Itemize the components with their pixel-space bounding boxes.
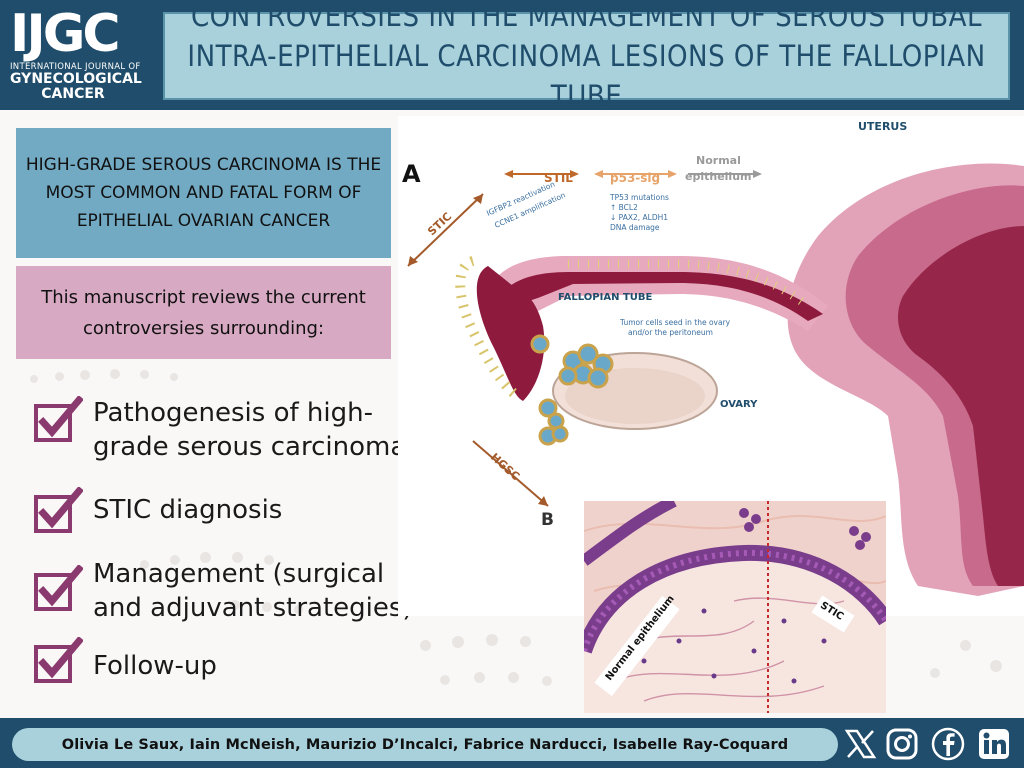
checklist-label: Follow-up bbox=[93, 651, 217, 681]
seed-note-1: Tumor cells seed in the ovary bbox=[619, 318, 731, 327]
normal-label-2: epithelium bbox=[685, 170, 752, 183]
logo-wordmark: IJGC bbox=[10, 4, 121, 64]
x-icon[interactable] bbox=[842, 727, 878, 761]
checklist-item: Follow-up bbox=[33, 636, 433, 687]
uterus-label: UTERUS bbox=[858, 120, 907, 133]
stil-label: STIL bbox=[544, 171, 573, 185]
p53-note-1: TP53 mutations bbox=[609, 193, 669, 202]
authors-text: Olivia Le Saux, Iain McNeish, Maurizio D… bbox=[61, 736, 789, 753]
review-text: This manuscript reviews the current cont… bbox=[41, 286, 366, 339]
checklist-label: Pathogenesis of high-grade serous carcin… bbox=[93, 398, 407, 462]
intro-text: HIGH-GRADE SEROUS CARCINOMA IS THE MOST … bbox=[25, 155, 382, 231]
title-box: CONTROVERSIES IN THE MANAGEMENT OF SEROU… bbox=[163, 0, 1010, 113]
ovary-label: OVARY bbox=[720, 399, 758, 410]
checklist-item: Pathogenesis of high-grade serous carcin… bbox=[33, 395, 433, 464]
checklist-label: Management (surgical and adjuvant strate… bbox=[93, 559, 413, 623]
figure-b-histology: Normal epithelium STIC bbox=[584, 501, 886, 713]
checklist-item: Management (surgical and adjuvant strate… bbox=[33, 557, 433, 625]
checkbox-checked-icon bbox=[33, 564, 84, 615]
checkbox-checked-icon bbox=[33, 486, 84, 537]
p53-note-3: ↓ PAX2, ALDH1 bbox=[610, 213, 668, 222]
p53-note-4: DNA damage bbox=[610, 223, 660, 232]
checkbox-checked-icon bbox=[33, 636, 84, 687]
checkbox-checked-icon bbox=[33, 395, 84, 446]
linkedin-icon[interactable] bbox=[976, 727, 1012, 761]
panel-a-label: A bbox=[402, 160, 421, 188]
logo-line-3: CANCER bbox=[41, 86, 105, 102]
p53-note-2: ↑ BCL2 bbox=[610, 203, 638, 212]
checklist-item: STIC diagnosis bbox=[33, 486, 433, 537]
normal-label-1: Normal bbox=[696, 154, 741, 167]
seed-note-2: and/or the peritoneum bbox=[628, 328, 713, 337]
intro-box: HIGH-GRADE SEROUS CARCINOMA IS THE MOST … bbox=[16, 128, 391, 258]
instagram-icon[interactable] bbox=[884, 727, 920, 761]
facebook-icon[interactable] bbox=[930, 727, 966, 761]
checklist-label: STIC diagnosis bbox=[93, 495, 283, 525]
fallopian-tube-label: FALLOPIAN TUBE bbox=[558, 292, 653, 303]
journal-logo[interactable]: IJGC INTERNATIONAL JOURNAL OF GYNECOLOGI… bbox=[10, 6, 150, 106]
logo-line-2: GYNECOLOGICAL bbox=[10, 71, 142, 87]
authors-box: Olivia Le Saux, Iain McNeish, Maurizio D… bbox=[12, 728, 838, 761]
panel-b-label-box: B bbox=[541, 510, 554, 530]
logo-line-1: INTERNATIONAL JOURNAL OF bbox=[10, 62, 141, 72]
page-title: CONTROVERSIES IN THE MANAGEMENT OF SEROU… bbox=[187, 0, 986, 113]
review-box: This manuscript reviews the current cont… bbox=[16, 266, 391, 359]
p53-label: p53-sig bbox=[610, 171, 660, 185]
